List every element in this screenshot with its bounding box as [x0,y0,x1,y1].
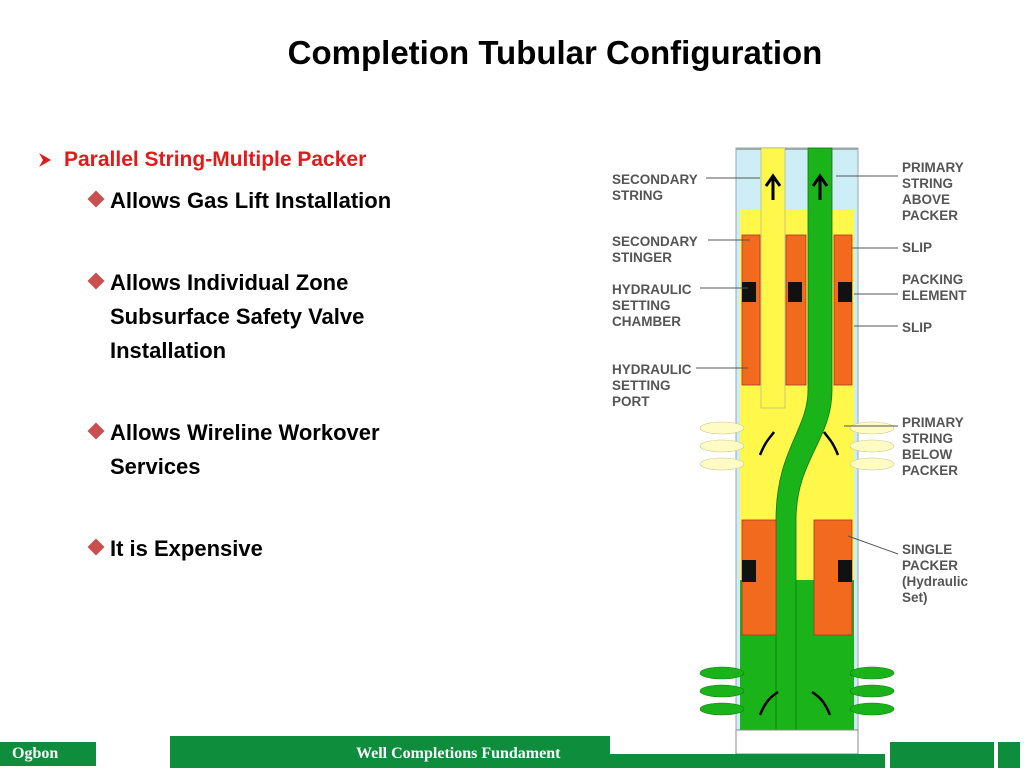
label-primary-above: PRIMARY STRING ABOVE PACKER [902,160,967,223]
flow-arrow-icon [811,173,829,200]
label-slip-top: SLIP [902,240,932,255]
page-title: Completion Tubular Configuration [287,34,823,71]
sub-bullet-gas-lift: Allows Gas Lift Installation [87,184,456,218]
sub-bullet-text: It is Expensive [110,536,263,561]
sub-bullet-text: Allows Gas Lift Installation [110,188,392,213]
footer-bar: Ogbon Well Completions Fundament [0,732,1024,768]
main-bullet-text: Parallel String-Multiple Packer [64,148,367,171]
footer-mid-bar [605,754,885,768]
main-bullet: Parallel String-Multiple Packer [36,144,456,176]
sub-bullet-expensive: It is Expensive [87,532,456,566]
diamond-bullet-icon [87,266,110,368]
upper-perforations [699,421,895,471]
lower-element-left [742,560,756,582]
label-secondary-stinger: SECONDARY STINGER [612,234,701,265]
sub-bullet-ssv: Allows Individual Zone Subsurface Safety… [87,266,456,368]
packing-element-left [742,282,756,302]
footer-course-title: Well Completions Fundament [356,745,561,762]
flow-arrow-icon [764,173,782,200]
label-hydraulic-chamber: HYDRAULIC SETTING CHAMBER [612,282,695,329]
footer-right-bar [890,742,994,768]
upper-packer-mid [785,234,807,386]
lower-perforations [699,666,895,716]
footer-author: Ogbon [12,745,59,762]
upper-packer-left [741,234,761,386]
upper-packer-right [833,234,853,386]
arrow-bullet-icon [36,151,64,169]
diamond-bullet-icon [87,184,110,218]
bottom-plug [735,729,859,755]
label-single-packer: SINGLE PACKER (Hydraulic Set) [902,542,972,605]
diamond-bullet-icon [87,532,110,566]
lower-element-right [838,560,852,582]
sub-bullet-text: Allows Wireline Workover Services [110,420,380,479]
label-hydraulic-port: HYDRAULIC SETTING PORT [612,362,695,409]
packing-element-right [838,282,852,302]
label-primary-below: PRIMARY STRING BELOW PACKER [902,415,967,478]
label-packing-element: PACKING ELEMENT [902,272,967,303]
label-slip-bottom: SLIP [902,320,932,335]
sub-bullet-wireline: Allows Wireline Workover Services [87,416,456,484]
bullet-list: Parallel String-Multiple Packer Allows G… [36,144,456,566]
footer-center-bar [170,736,610,768]
footer-left-bar [0,742,96,766]
completion-diagram: SECONDARY STRING SECONDARY STINGER HYDRA… [612,147,972,760]
diamond-bullet-icon [87,416,110,484]
sub-bullet-text: Allows Individual Zone Subsurface Safety… [110,270,365,363]
label-secondary-string: SECONDARY STRING [612,172,701,203]
